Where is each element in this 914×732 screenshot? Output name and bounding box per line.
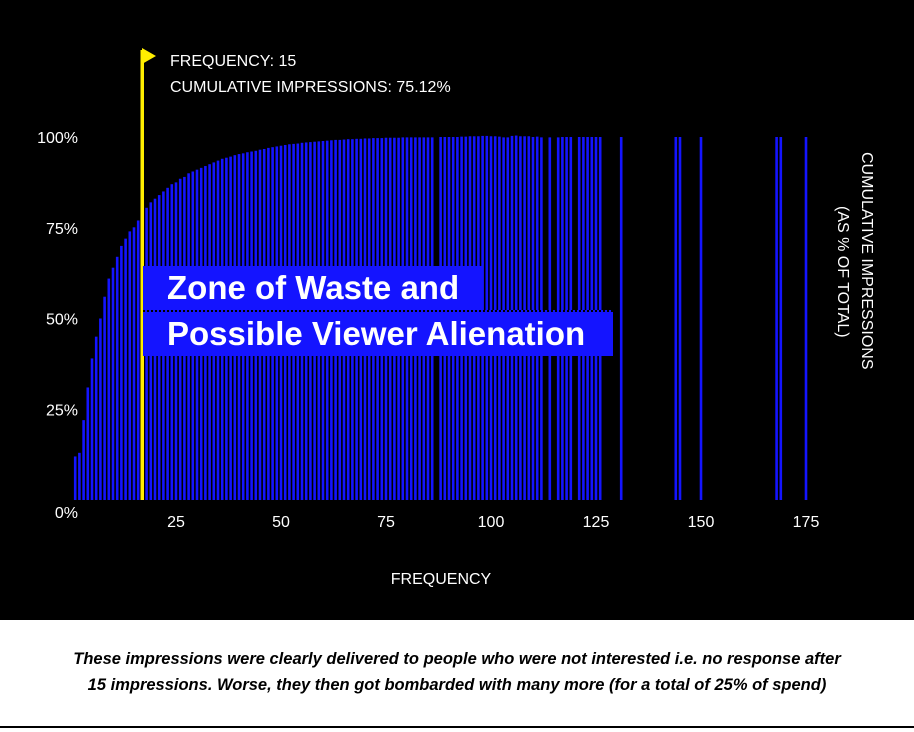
bar	[82, 420, 85, 500]
bar	[775, 137, 778, 500]
x-tick-label: 100	[478, 514, 505, 531]
bar	[132, 227, 136, 501]
y-tick-label: 0%	[55, 505, 78, 522]
divider	[0, 726, 914, 728]
y-axis-label-line-1: CUMULATIVE IMPRESSIONS	[858, 152, 875, 370]
y-tick-label: 25%	[46, 402, 78, 419]
bar	[124, 238, 127, 500]
x-tick-label: 75	[377, 514, 395, 531]
y-tick-label: 100%	[37, 130, 78, 147]
bar	[136, 220, 140, 501]
x-tick-label: 25	[167, 514, 185, 531]
zone-label-line-2: Possible Viewer Alienation	[143, 310, 614, 356]
x-tick-label: 150	[688, 514, 715, 531]
bar	[94, 336, 98, 500]
bar	[90, 358, 94, 500]
bar	[120, 245, 123, 500]
bar	[111, 267, 115, 500]
bar	[779, 137, 783, 500]
bar	[73, 456, 77, 500]
bar	[674, 137, 678, 500]
bar	[678, 137, 682, 500]
x-tick-label: 125	[583, 514, 610, 531]
bar	[115, 256, 119, 500]
bar	[86, 387, 90, 500]
flag-icon	[142, 48, 156, 64]
caption-line-2: 15 impressions. Worse, they then got bom…	[87, 676, 827, 694]
y-tick-label: 50%	[46, 312, 78, 329]
zone-label-line-1: Zone of Waste and	[143, 266, 484, 310]
chart-area: 25 50 75 100 125 150 175 0% 25% 50% 75% 100% FREQUEN…	[0, 0, 914, 620]
bar	[99, 318, 102, 500]
x-axis-label: FREQUENCY	[391, 571, 492, 588]
annotation-frequency: FREQUENCY: 15	[170, 53, 296, 70]
annotation-cumulative: CUMULATIVE IMPRESSIONS: 75.12%	[170, 79, 451, 96]
bar	[78, 452, 81, 500]
caption-line-1: These impressions were clearly delivered…	[73, 650, 841, 668]
x-tick-label: 50	[272, 514, 290, 531]
bar	[804, 137, 808, 500]
bar	[128, 231, 132, 500]
bar	[103, 296, 106, 500]
bar	[107, 278, 111, 500]
bar	[699, 137, 703, 500]
y-axis-label-line-2: (AS % OF TOTAL)	[834, 206, 851, 338]
frequency-marker-line	[140, 50, 144, 500]
x-tick-label: 175	[793, 514, 820, 531]
caption: These impressions were clearly delivered…	[0, 646, 914, 698]
y-tick-label: 75%	[46, 221, 78, 238]
bar	[619, 137, 623, 500]
